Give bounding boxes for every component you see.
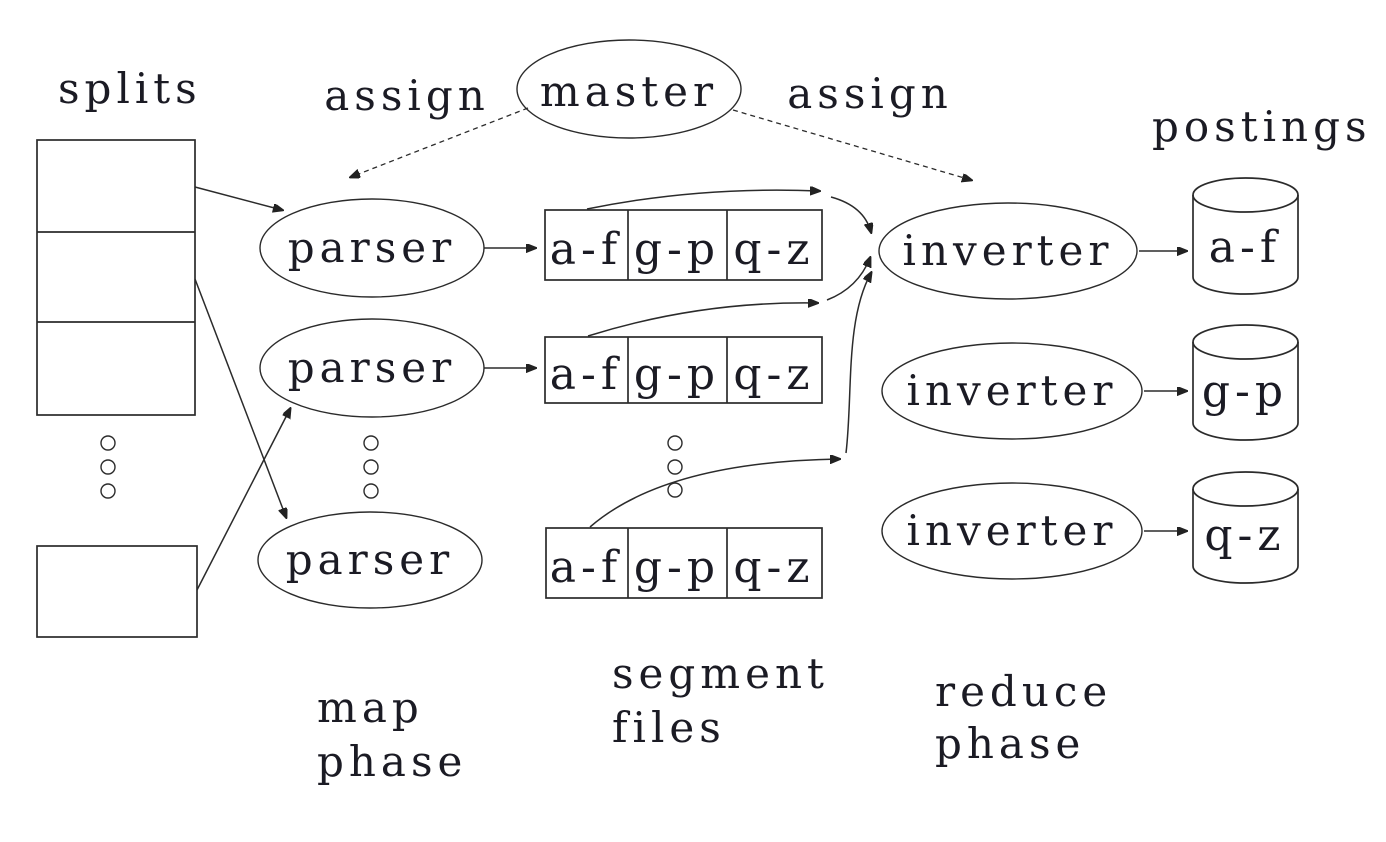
- segment-2-cell-af: a-f: [550, 349, 622, 400]
- inverter-node-1: [878, 202, 1138, 300]
- curve-segment1-into-inverter: [830, 196, 871, 232]
- segment-2-cell-gp: g-p: [634, 349, 720, 400]
- arrow-split-to-parser3: [194, 278, 286, 517]
- master-group: assign master assign: [324, 39, 971, 180]
- segment-3-cell-af: a-f: [550, 542, 622, 593]
- reduce-phase-group: inverter inverter inverter: [878, 202, 1186, 580]
- postings-label-qz: q-z: [1204, 510, 1285, 561]
- extra-split-box: [36, 545, 198, 638]
- splits-group: splits: [36, 64, 202, 638]
- segment-1-cell-gp: g-p: [634, 224, 720, 275]
- inverter-node-3: [881, 482, 1143, 580]
- segment-ellipsis-dots: [667, 435, 683, 498]
- arrow-extra-split-to-parser2: [196, 409, 290, 591]
- splits-ellipsis-dots: [100, 435, 116, 499]
- postings-cylinder-gp: g-p: [1192, 324, 1299, 441]
- splits-stack: [36, 139, 196, 416]
- inverter-label-2: inverter: [907, 366, 1118, 415]
- curve-segment3-out: [589, 459, 839, 528]
- segment-to-inverter-links: [586, 190, 871, 528]
- assign-label-left: assign: [324, 71, 490, 120]
- segment-1-cell-af: a-f: [550, 224, 622, 275]
- postings-cylinder-af: a-f: [1192, 177, 1299, 295]
- postings-label-gp: g-p: [1202, 366, 1288, 417]
- curve-segment1-out: [586, 190, 819, 210]
- segment-files-line-1: segment: [612, 649, 829, 698]
- arrow-split1-to-parser1: [194, 186, 282, 210]
- parser-label-3: parser: [286, 535, 455, 584]
- phase-captions: map phase segment files reduce phase: [317, 649, 1112, 786]
- segment-2-cell-qz: q-z: [733, 349, 814, 400]
- curve-segment2-out: [587, 303, 817, 337]
- segment-file-row-2: a-f g-p q-z: [544, 336, 823, 404]
- inverter-label-3: inverter: [907, 506, 1118, 555]
- master-node: [516, 39, 742, 139]
- segment-file-row-3: a-f g-p q-z: [545, 527, 823, 599]
- parser-label-2: parser: [288, 343, 457, 392]
- segment-3-cell-gp: g-p: [634, 542, 720, 593]
- assign-label-right: assign: [787, 69, 953, 118]
- inverter-label-1: inverter: [903, 226, 1114, 275]
- curve-segment3-into-inverter: [845, 273, 871, 454]
- parser-label-1: parser: [288, 223, 457, 272]
- assign-arrow-master-to-parser: [351, 107, 529, 177]
- reduce-phase-line-1: reduce: [935, 667, 1112, 716]
- segment-files-group: a-f g-p q-z a-f g-p q-z a-f g-p q-z: [544, 190, 871, 599]
- curve-segment2-into-inverter: [826, 258, 870, 301]
- master-label: master: [540, 67, 718, 116]
- segment-row-2-box: [544, 336, 823, 404]
- postings-label-af: a-f: [1209, 222, 1281, 273]
- splits-label: splits: [58, 64, 202, 113]
- assign-arrow-master-to-inverter: [732, 109, 971, 180]
- postings-cylinder-qz: q-z: [1192, 471, 1299, 584]
- segment-files-line-2: files: [612, 703, 726, 752]
- inverter-node-2: [881, 342, 1143, 440]
- postings-label: postings: [1152, 102, 1372, 151]
- segment-1-cell-qz: q-z: [733, 224, 814, 275]
- segment-3-cell-qz: q-z: [733, 542, 814, 593]
- postings-group: postings a-f g-p q-z: [1152, 102, 1372, 584]
- parser-ellipsis-dots: [363, 435, 379, 499]
- map-phase-line-2: phase: [317, 737, 467, 786]
- map-phase-group: parser parser parser: [194, 186, 535, 609]
- segment-row-3-box: [545, 527, 823, 599]
- reduce-phase-line-2: phase: [935, 719, 1085, 768]
- segment-row-1-box: [544, 209, 823, 281]
- segment-file-row-1: a-f g-p q-z: [544, 209, 823, 281]
- parser-node-3: [257, 511, 483, 609]
- map-phase-line-1: map: [317, 683, 424, 732]
